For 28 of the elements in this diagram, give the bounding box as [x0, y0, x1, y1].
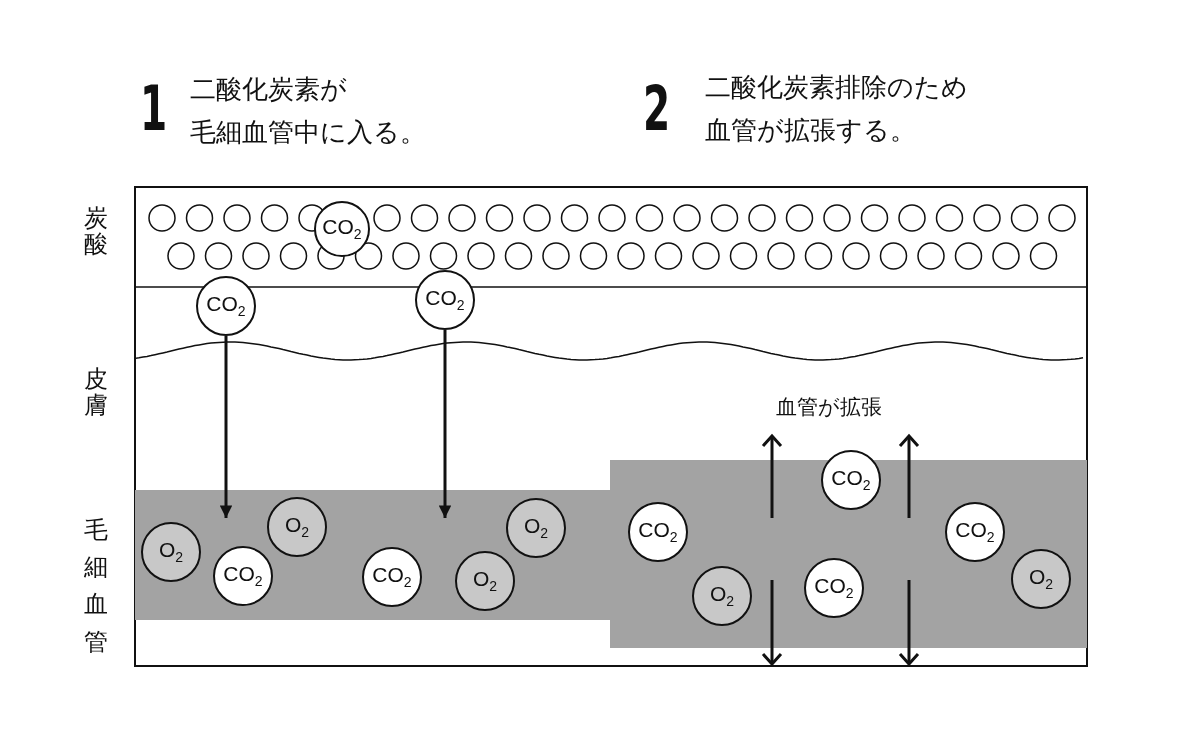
molecule-formula: O$_{2}$ [472, 568, 498, 594]
molecule-formula: CO$_{2}$ [206, 293, 246, 319]
molecule-formula: CO$_{2}$ [223, 563, 263, 589]
layer-label: 毛細血管 [84, 515, 108, 658]
molecule-formula: O$_{2}$ [709, 583, 735, 609]
molecule-formula: CO$_{2}$ [372, 564, 412, 590]
molecule-formula: CO$_{2}$ [425, 287, 465, 313]
layer-label: 皮膚 [84, 366, 108, 419]
molecule-formula: O$_{2}$ [284, 514, 310, 540]
molecule-formula: CO$_{2}$ [814, 575, 854, 601]
annotation-label: 血管が拡張 [776, 394, 882, 421]
step-description: 二酸化炭素排除のため血管が拡張する。 [705, 71, 968, 147]
molecule-formula: O$_{2}$ [1028, 566, 1054, 592]
arrow [438, 330, 452, 518]
molecule-formula: CO$_{2}$ [322, 216, 362, 242]
step-description: 二酸化炭素が毛細血管中に入る。 [190, 73, 426, 149]
molecule-formula: CO$_{2}$ [955, 519, 995, 545]
step-number: 1 [140, 72, 168, 145]
molecule-formula: CO$_{2}$ [831, 467, 871, 493]
molecule-formula: CO$_{2}$ [638, 519, 678, 545]
molecule-formula: O$_{2}$ [158, 539, 184, 565]
molecule-formula: O$_{2}$ [523, 515, 549, 541]
layer-label: 炭酸 [84, 205, 108, 258]
molecule-circle [415, 270, 475, 330]
molecule-circle [196, 276, 256, 336]
step-number: 2 [643, 72, 671, 145]
molecule-circle [314, 201, 370, 257]
arrow [219, 336, 233, 518]
